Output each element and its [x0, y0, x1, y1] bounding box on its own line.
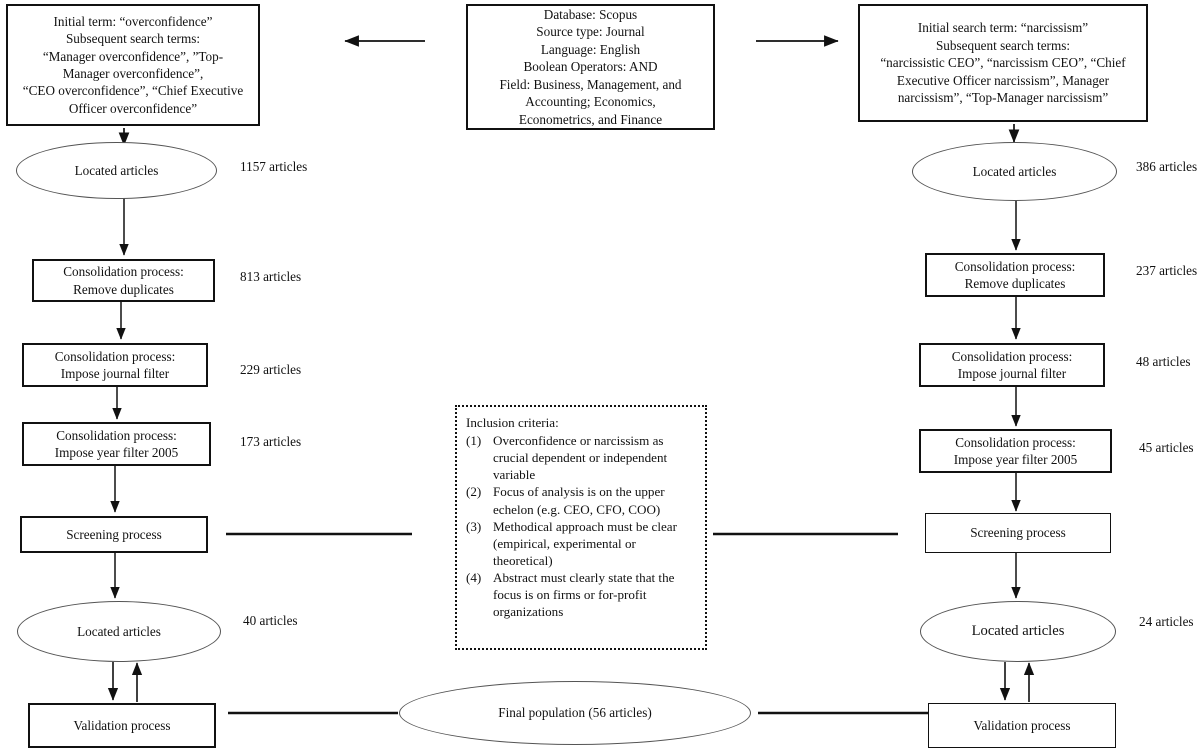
right-screening-process-box: Screening process — [925, 513, 1111, 553]
criteria-text: Focus of analysis is on the upper echelo… — [493, 484, 665, 517]
criteria-text: Overconfidence or narcissism as crucial … — [493, 433, 668, 483]
criteria-number: (1) — [466, 433, 482, 448]
left-located-articles-final: Located articles — [17, 601, 221, 662]
criteria-text: Abstract must clearly state that the foc… — [493, 570, 675, 620]
right-remove-duplicates-box: Consolidation process: Remove duplicates — [925, 253, 1105, 297]
left-validation-process-box: Validation process — [28, 703, 216, 748]
criteria-number: (4) — [466, 570, 482, 586]
right-journal-filter-box: Consolidation process: Impose journal fi… — [919, 343, 1105, 387]
right-validation-process-box: Validation process — [928, 703, 1116, 748]
criteria-text: Methodical approach must be clear (empir… — [493, 518, 677, 568]
left-screening-process-box: Screening process — [20, 516, 208, 553]
inclusion-criteria-list: (1) Overconfidence or narcissism as cruc… — [466, 432, 696, 621]
right-count-4: 45 articles — [1139, 440, 1194, 455]
left-year-filter-box: Consolidation process: Impose year filte… — [22, 422, 211, 466]
criteria-item: (3) Methodical approach must be clear (e… — [466, 518, 696, 569]
right-located-articles-final: Located articles — [920, 601, 1116, 662]
left-count-1: 1157 articles — [240, 159, 308, 174]
criteria-item: (2) Focus of analysis is on the upper ec… — [466, 483, 696, 517]
right-count-1: 386 articles — [1136, 159, 1198, 174]
criteria-number: (3) — [466, 518, 482, 534]
right-count-5: 24 articles — [1139, 614, 1194, 629]
left-located-articles-initial: Located articles — [16, 142, 217, 199]
right-located-articles-initial: Located articles — [912, 142, 1117, 201]
criteria-item: (1) Overconfidence or narcissism as cruc… — [466, 432, 696, 483]
left-count-4: 173 articles — [240, 434, 302, 449]
criteria-number: (2) — [466, 484, 482, 500]
inclusion-criteria-box: Inclusion criteria: (1) Overconfidence o… — [455, 405, 707, 650]
search-parameters-box: Database: Scopus Source type: Journal La… — [466, 4, 715, 130]
right-count-3: 48 articles — [1136, 354, 1191, 369]
criteria-item: (4) Abstract must clearly state that the… — [466, 569, 696, 620]
left-search-terms-box: Initial term: “overconfidence” Subsequen… — [6, 4, 260, 126]
left-count-5: 40 articles — [243, 613, 298, 628]
final-population-ellipse: Final population (56 articles) — [399, 681, 751, 745]
left-count-3: 229 articles — [240, 362, 302, 377]
right-year-filter-box: Consolidation process: Impose year filte… — [919, 429, 1112, 473]
right-search-terms-box: Initial search term: “narcissism” Subseq… — [858, 4, 1148, 122]
right-count-2: 237 articles — [1136, 263, 1198, 278]
inclusion-criteria-title: Inclusion criteria: — [466, 415, 559, 430]
left-count-2: 813 articles — [240, 269, 302, 284]
left-remove-duplicates-box: Consolidation process: Remove duplicates — [32, 259, 215, 302]
left-journal-filter-box: Consolidation process: Impose journal fi… — [22, 343, 208, 387]
